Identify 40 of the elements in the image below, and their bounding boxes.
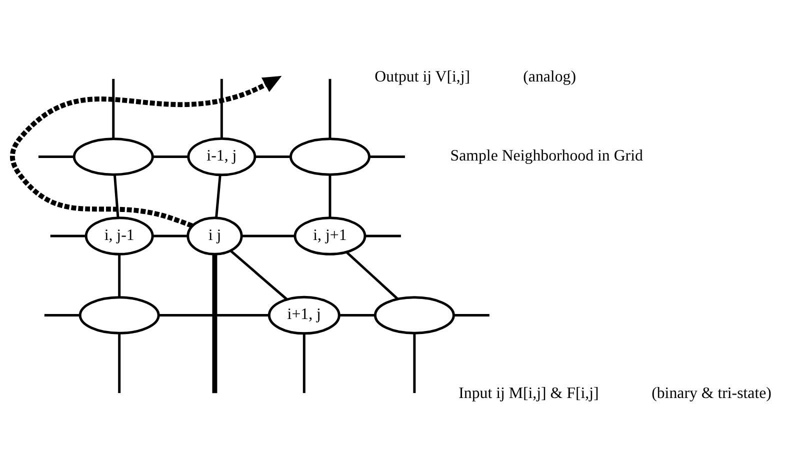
connector xyxy=(50,234,86,237)
connector xyxy=(365,234,401,237)
connector xyxy=(38,155,74,158)
label: Sample Neighborhood in Grid xyxy=(450,147,643,164)
node-ellipse: i, j+1 xyxy=(294,216,366,255)
connector xyxy=(413,332,416,393)
connector xyxy=(118,254,121,297)
connector xyxy=(113,174,120,218)
node-ellipse: i j xyxy=(186,216,243,255)
node-ellipse: i, j-1 xyxy=(84,216,154,255)
connector xyxy=(112,78,115,138)
connector xyxy=(339,314,375,316)
connector xyxy=(118,332,121,393)
connector xyxy=(230,249,288,300)
connector xyxy=(370,155,405,158)
connector xyxy=(302,333,306,393)
node-ellipse xyxy=(78,296,160,334)
label: (binary & tri-state) xyxy=(652,384,772,402)
connector xyxy=(328,78,332,138)
connector xyxy=(242,234,295,237)
connector xyxy=(212,254,218,393)
node-ellipse xyxy=(374,296,455,334)
connector xyxy=(255,155,290,158)
arrow xyxy=(10,75,282,228)
node-ellipse: i+1, j xyxy=(268,295,340,334)
connector xyxy=(152,155,189,158)
node-ellipse: i-1, j xyxy=(187,136,256,176)
connector xyxy=(215,174,222,218)
label: Input ij M[i,j] & F[i,j] xyxy=(458,384,599,402)
label: Output ij V[i,j] xyxy=(374,68,470,86)
connector xyxy=(158,314,269,316)
connector xyxy=(454,314,490,316)
connector xyxy=(220,78,223,138)
label: (analog) xyxy=(523,68,576,86)
connector xyxy=(44,314,80,316)
connector xyxy=(346,250,399,300)
connector xyxy=(328,174,332,218)
connector xyxy=(152,234,188,237)
node-ellipse xyxy=(290,137,370,176)
node-ellipse xyxy=(72,137,154,176)
